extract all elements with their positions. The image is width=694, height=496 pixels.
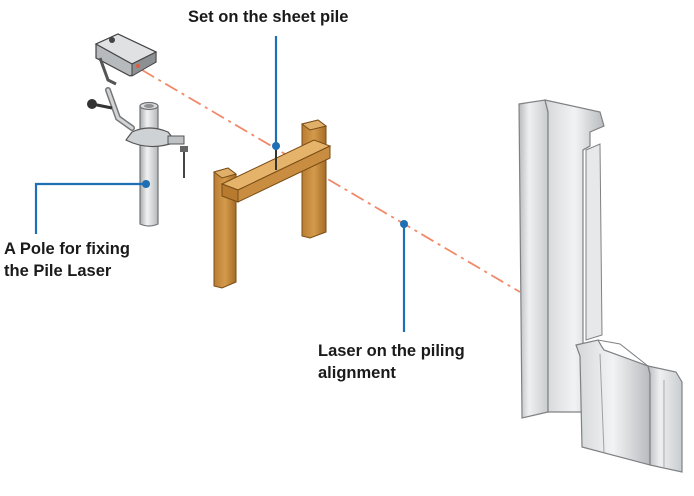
sheet-pile — [518, 99, 683, 473]
label-pole: A Pole for fixing the Pile Laser — [4, 238, 130, 282]
mounting-pole — [139, 101, 159, 227]
leader-dot-sheet-pile — [272, 142, 280, 150]
pile-laser-unit — [94, 33, 158, 86]
leader-lines — [34, 36, 406, 332]
laser-beam — [141, 69, 521, 293]
label-laser-line1: Laser on the piling — [318, 342, 465, 360]
label-sheet-pile: Set on the sheet pile — [188, 6, 348, 28]
label-laser-line2: alignment — [318, 364, 396, 382]
leader-dot-laser — [400, 220, 408, 228]
leader-dot-pole — [142, 180, 150, 188]
pole-clamp — [87, 87, 188, 178]
label-pole-line2: the Pile Laser — [4, 262, 112, 280]
leader-pole — [34, 182, 146, 234]
label-sheet-pile-text: Set on the sheet pile — [188, 8, 349, 26]
wooden-guide-frame — [212, 119, 332, 289]
label-pole-line1: A Pole for fixing — [4, 240, 130, 258]
label-laser: Laser on the piling alignment — [318, 340, 465, 384]
